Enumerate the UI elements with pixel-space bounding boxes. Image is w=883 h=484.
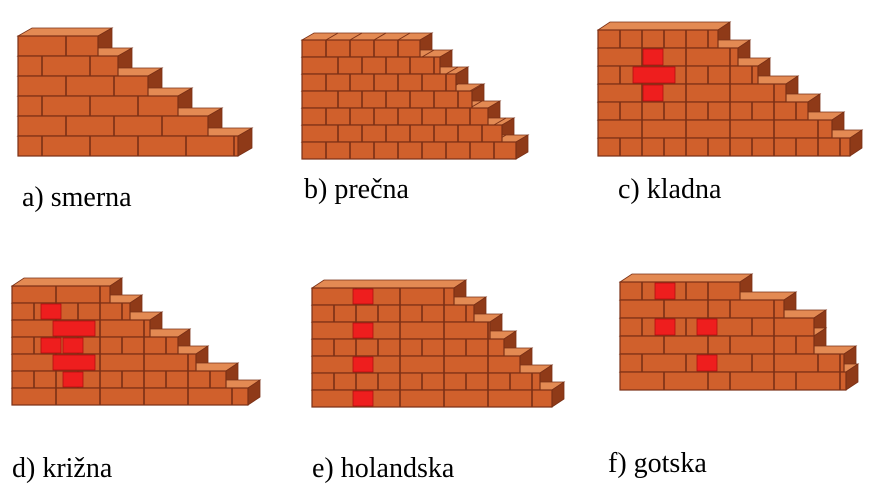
panel-e: e) holandska	[290, 250, 585, 484]
brick-course	[311, 372, 541, 391]
brick-course	[301, 56, 441, 75]
highlighted-brick	[352, 288, 374, 305]
brick-top-face	[310, 279, 468, 289]
brick-course	[301, 39, 421, 58]
brick-course	[17, 75, 149, 97]
highlighted-brick	[696, 318, 718, 336]
brick-course	[311, 304, 475, 323]
brick-top-face	[596, 21, 732, 31]
brick-course	[301, 141, 517, 160]
brick-course	[17, 35, 99, 57]
brick-course	[11, 387, 249, 406]
highlighted-brick	[52, 354, 96, 371]
caption-f: f) gotska	[608, 448, 707, 479]
highlighted-brick	[352, 356, 374, 373]
brick-course	[11, 370, 227, 389]
brick-course	[301, 107, 489, 126]
highlighted-brick	[52, 320, 96, 337]
panel-d: d) križna	[0, 250, 295, 484]
highlighted-brick	[40, 303, 62, 320]
brick-wall-e	[310, 279, 566, 408]
brick-wall-f	[618, 273, 860, 391]
highlighted-brick	[62, 371, 84, 388]
brick-course	[597, 101, 809, 121]
caption-c: c) kladna	[618, 174, 722, 205]
brick-top-face	[618, 273, 754, 283]
panel-b: b) prečna	[290, 0, 585, 240]
brick-course	[619, 299, 785, 319]
brick-course	[311, 287, 455, 306]
caption-d: d) križna	[12, 453, 113, 484]
brick-course	[597, 29, 719, 49]
highlighted-brick	[642, 48, 664, 66]
brick-course	[619, 281, 741, 301]
brick-course	[619, 353, 845, 373]
panel-a: a) smerna	[0, 0, 295, 240]
brick-course	[17, 135, 239, 157]
highlighted-brick	[352, 390, 374, 407]
brick-top-face	[16, 27, 114, 37]
brick-course	[311, 321, 491, 340]
brick-course	[11, 285, 111, 304]
brick-course	[311, 389, 553, 408]
brick-course	[301, 90, 473, 109]
brick-course	[11, 302, 131, 321]
highlighted-brick	[632, 66, 676, 84]
brick-top-face	[300, 32, 434, 41]
brick-wall-d	[10, 277, 262, 406]
brick-course	[619, 335, 815, 355]
panel-f: f) gotska	[588, 250, 883, 484]
caption-a: a) smerna	[22, 182, 132, 213]
highlighted-brick	[352, 322, 374, 339]
brick-course	[17, 115, 209, 137]
brick-course	[597, 119, 833, 139]
brick-top-face	[10, 277, 124, 287]
highlighted-brick	[62, 337, 84, 354]
brick-course	[597, 65, 759, 85]
brick-course	[597, 83, 787, 103]
highlighted-brick	[654, 318, 676, 336]
brick-wall-c	[596, 21, 864, 157]
brick-wall-b	[300, 32, 530, 160]
panel-c: c) kladna	[588, 0, 883, 240]
brick-course	[301, 73, 457, 92]
brick-course	[11, 353, 197, 372]
brick-course	[311, 338, 505, 357]
highlighted-brick	[696, 354, 718, 372]
brick-course	[17, 55, 119, 77]
brick-course	[11, 336, 179, 355]
caption-b: b) prečna	[304, 174, 409, 205]
brick-course	[301, 124, 503, 143]
highlighted-brick	[40, 337, 62, 354]
brick-course	[597, 137, 851, 157]
highlighted-brick	[654, 282, 676, 300]
brick-course	[619, 371, 847, 391]
brick-course	[597, 47, 739, 67]
brick-wall-a	[16, 27, 254, 157]
highlighted-brick	[642, 84, 664, 102]
caption-e: e) holandska	[312, 453, 455, 484]
